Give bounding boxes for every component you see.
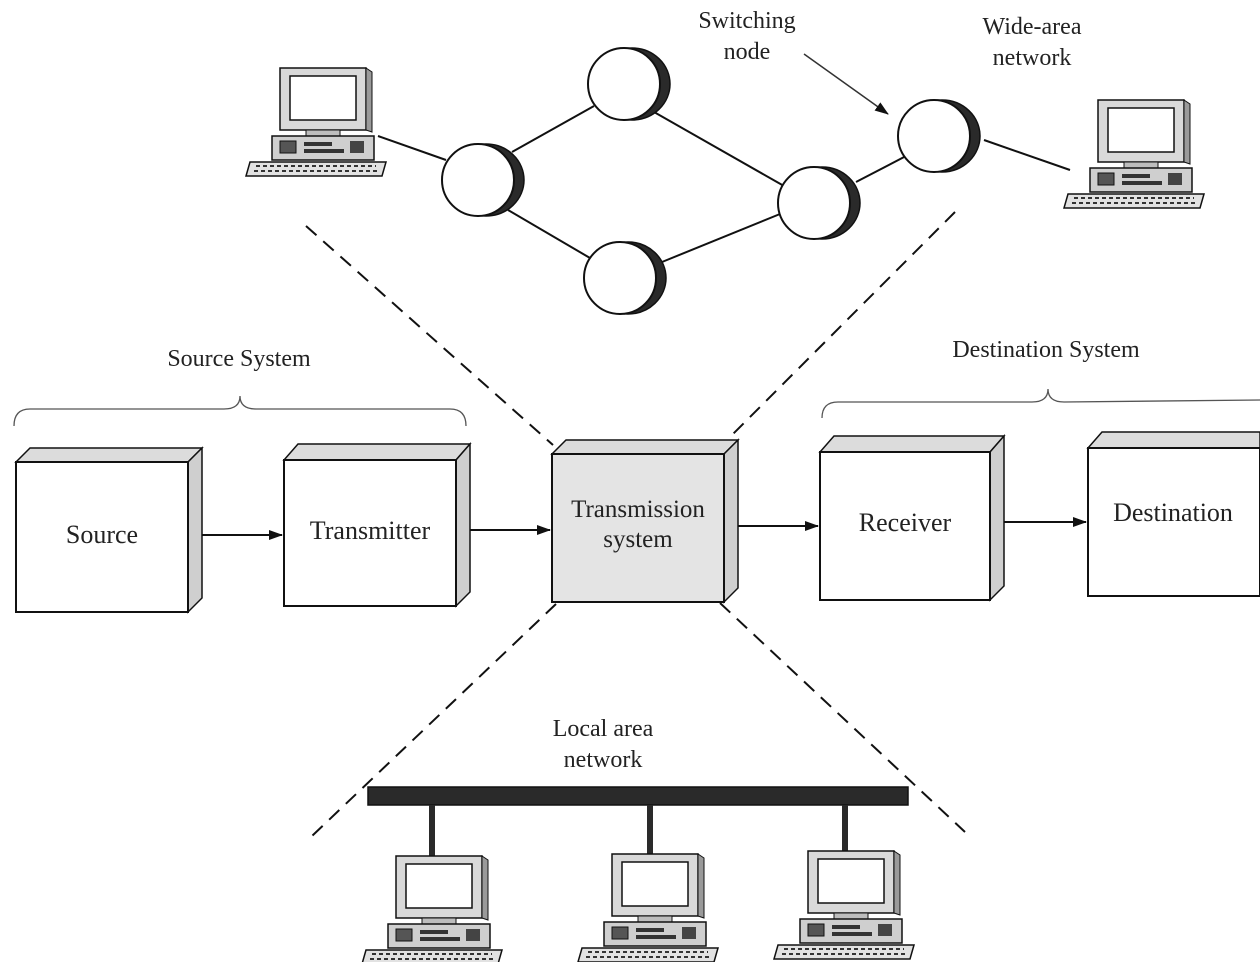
destination-label: Destination: [1113, 498, 1233, 527]
source-system-brace: [13, 395, 467, 427]
switching-node-icon: [441, 143, 525, 217]
wan-link: [653, 111, 785, 187]
lan-label-line1: Local area: [553, 716, 654, 742]
source-block: Source: [14, 446, 204, 614]
switching-node-icon: [587, 47, 671, 121]
destination-block: Destination: [1086, 431, 1260, 597]
desktop-computer-icon: [773, 850, 915, 960]
destination-system-brace: [821, 388, 1260, 419]
wan-link: [377, 135, 447, 161]
projection-line: [719, 602, 966, 833]
source-system-label: Source System: [167, 346, 311, 372]
receiver-block: Receiver: [818, 434, 1006, 602]
switching-node-icon: [777, 166, 861, 240]
source-label: Source: [66, 520, 138, 549]
switching-node-pointer: [803, 53, 889, 115]
wan-link: [511, 105, 595, 153]
wan-link: [507, 209, 591, 259]
wan-label-line1: Wide-area: [983, 14, 1082, 40]
wan-links: [377, 105, 1071, 263]
transmission-system-block: Transmission system: [550, 438, 740, 604]
destination-system-label: Destination System: [952, 337, 1140, 363]
desktop-computer-icon: [577, 853, 719, 962]
transmitter-block: Transmitter: [282, 442, 472, 608]
flow-arrows: [202, 517, 1087, 540]
switching-node-label-line1: Switching: [698, 8, 795, 34]
switching-node-icon: [897, 99, 981, 173]
transmitter-label: Transmitter: [310, 516, 431, 545]
projection-line: [311, 603, 557, 837]
wan-label-line2: network: [993, 45, 1072, 71]
desktop-computer-icon: [361, 855, 503, 962]
transmission-system-label-line2: system: [603, 526, 673, 553]
wan-link: [855, 155, 907, 183]
desktop-computer-icon: [245, 67, 387, 177]
receiver-label: Receiver: [859, 508, 952, 537]
projection-lines: [305, 211, 966, 837]
transmission-system-label-line1: Transmission: [571, 496, 705, 523]
lan-label-line2: network: [564, 747, 643, 773]
projection-line: [305, 225, 554, 446]
switching-node-icon: [583, 241, 667, 315]
wan-link: [983, 139, 1071, 171]
projection-line: [729, 211, 956, 438]
desktop-computer-icon: [1063, 99, 1205, 209]
wan-link: [661, 213, 781, 263]
lan-bus: [367, 786, 909, 806]
switching-node-label-line2: node: [724, 39, 771, 65]
